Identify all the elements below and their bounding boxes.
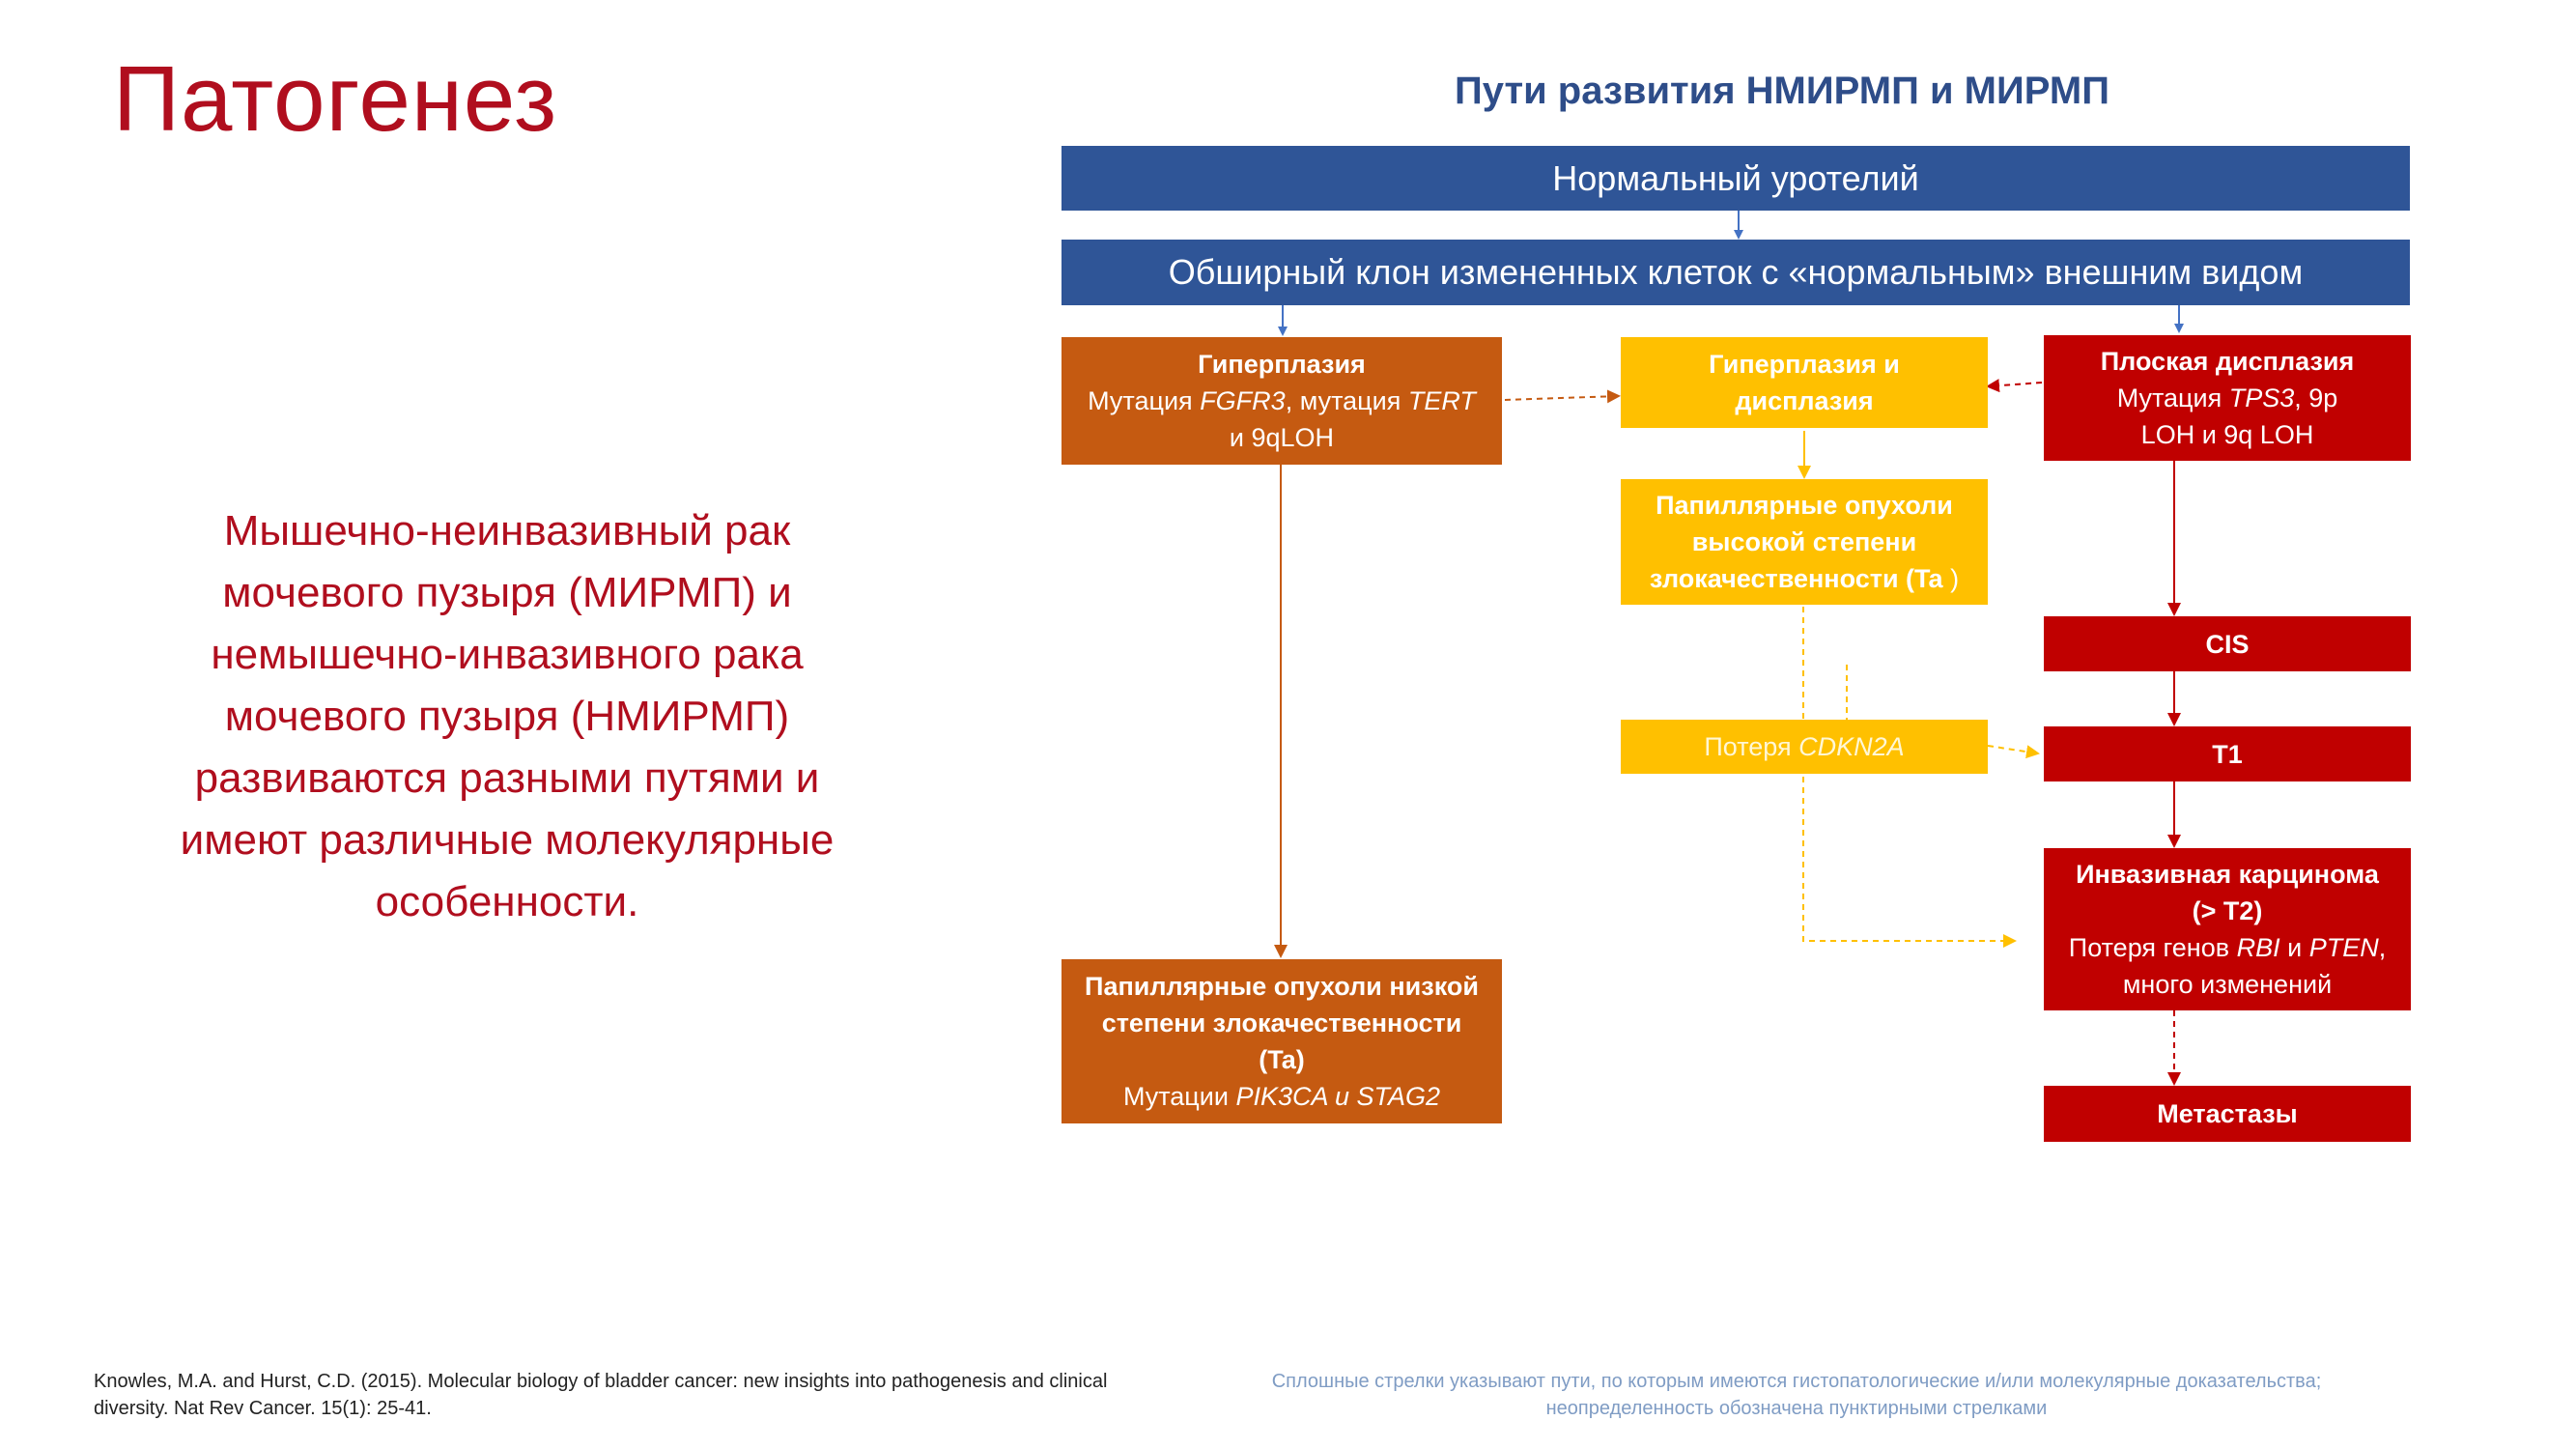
- metastases-label: Метастазы: [2157, 1099, 2298, 1128]
- papillary-high-line2: высокой степени: [1691, 527, 1917, 556]
- cdkn2a-label: Потеря CDKN2A: [1704, 732, 1905, 761]
- description-line: имеют различные молекулярные: [180, 816, 835, 864]
- papillary-low-line1: Папиллярные опухоли низкой: [1085, 972, 1479, 1001]
- reference-citation: Knowles, M.A. and Hurst, C.D. (2015). Mo…: [94, 1368, 1204, 1422]
- flat-dysplasia-mutation: Мутация TPS3, 9p: [2116, 384, 2338, 412]
- invasive-stage: (> T2): [2192, 896, 2263, 925]
- arrow-hyperplasia-to-hyperplasia-dysplasia: [1504, 389, 1621, 404]
- flat-dysplasia-box: Плоская дисплазия Мутация TPS3, 9p LOH и…: [2044, 335, 2411, 461]
- papillary-low-mutations: Мутации PIK3CA и STAG2: [1122, 1082, 1441, 1111]
- papillary-low-line2: степени злокачественности: [1101, 1009, 1462, 1037]
- page-title: Патогенез: [113, 47, 558, 151]
- papillary-high-line1: Папиллярные опухоли: [1656, 491, 1953, 520]
- description-line: развиваются разными путями и: [194, 754, 820, 802]
- extensive-clone-label: Обширный клон измененных клеток с «норма…: [1168, 252, 2304, 292]
- cis-box: CIS: [2044, 616, 2411, 671]
- hyperplasia-box: Гиперплазия Мутация FGFR3, мутация TERT …: [1062, 337, 1502, 465]
- normal-urothelium-label: Нормальный уротелий: [1552, 157, 1919, 198]
- description-line: особенности.: [375, 878, 639, 925]
- papillary-low-grade-box: Папиллярные опухоли низкой степени злока…: [1062, 959, 1502, 1123]
- papillary-low-line3: (Ta): [1259, 1045, 1305, 1074]
- normal-urothelium-box: Нормальный уротелий: [1062, 146, 2410, 211]
- arrow-flat-dysplasia-to-hyperplasia-dysplasia: [1986, 379, 2043, 393]
- invasive-carcinoma-box: Инвазивная карцинома (> T2) Потеря генов…: [2044, 848, 2411, 1010]
- diagram-title: Пути развития НМИРМП и МИРМП: [1455, 70, 2109, 112]
- hyperplasia-mutations: Мутация FGFR3, мутация TERT: [1088, 386, 1476, 415]
- t1-box: T1: [2044, 726, 2411, 781]
- description-line: Мышечно-неинвазивный рак: [223, 507, 791, 554]
- legend-note-line: неопределенность обозначена пунктирными …: [1545, 1398, 2048, 1419]
- hyperplasia-dysplasia-box: Гиперплазия и дисплазия: [1621, 337, 1988, 428]
- cis-label: CIS: [2205, 629, 2250, 659]
- description-text: Мышечно-неинвазивный рак мочевого пузыря…: [135, 500, 879, 933]
- invasive-genes: Потеря генов RBI и PTEN,: [2068, 933, 2387, 962]
- hyperplasia-title: Гиперплазия: [1198, 350, 1366, 379]
- papillary-high-line3: злокачественности (Ta ): [1649, 564, 1960, 593]
- papillary-high-grade-box: Папиллярные опухоли высокой степени злок…: [1621, 479, 1988, 605]
- hyperplasia-dysplasia-line2: дисплазия: [1735, 386, 1874, 415]
- t1-label: T1: [2212, 739, 2243, 769]
- arrow-papillary-high-to-invasive: [1802, 607, 2017, 948]
- description-line: мочевого пузыря (МИРМП) и: [222, 569, 792, 616]
- legend-note: Сплошные стрелки указывают пути, по кото…: [1227, 1368, 2366, 1422]
- legend-note-line: Сплошные стрелки указывают пути, по кото…: [1271, 1371, 2322, 1392]
- description-line: мочевого пузыря (НМИРМП): [224, 693, 790, 740]
- flat-dysplasia-title: Плоская дисплазия: [2100, 347, 2355, 376]
- description-line: немышечно-инвазивного рака: [211, 631, 804, 678]
- hyperplasia-loh: и 9qLOH: [1229, 423, 1335, 452]
- cdkn2a-box: Потеря CDKN2A: [1621, 720, 1988, 774]
- metastases-box: Метастазы: [2044, 1086, 2411, 1142]
- extensive-clone-box: Обширный клон измененных клеток с «норма…: [1062, 240, 2410, 305]
- hyperplasia-dysplasia-line1: Гиперплазия и: [1709, 350, 1900, 379]
- arrow-cdkn2a-to-t1: [1987, 745, 2040, 759]
- invasive-changes: много изменений: [2122, 970, 2333, 999]
- invasive-title: Инвазивная карцинома: [2076, 860, 2379, 889]
- flat-dysplasia-loh: LOH и 9q LOH: [2140, 420, 2314, 449]
- reference-line: diversity. Nat Rev Cancer. 15(1): 25-41.: [94, 1398, 432, 1419]
- reference-line: Knowles, M.A. and Hurst, C.D. (2015). Mo…: [94, 1371, 1108, 1392]
